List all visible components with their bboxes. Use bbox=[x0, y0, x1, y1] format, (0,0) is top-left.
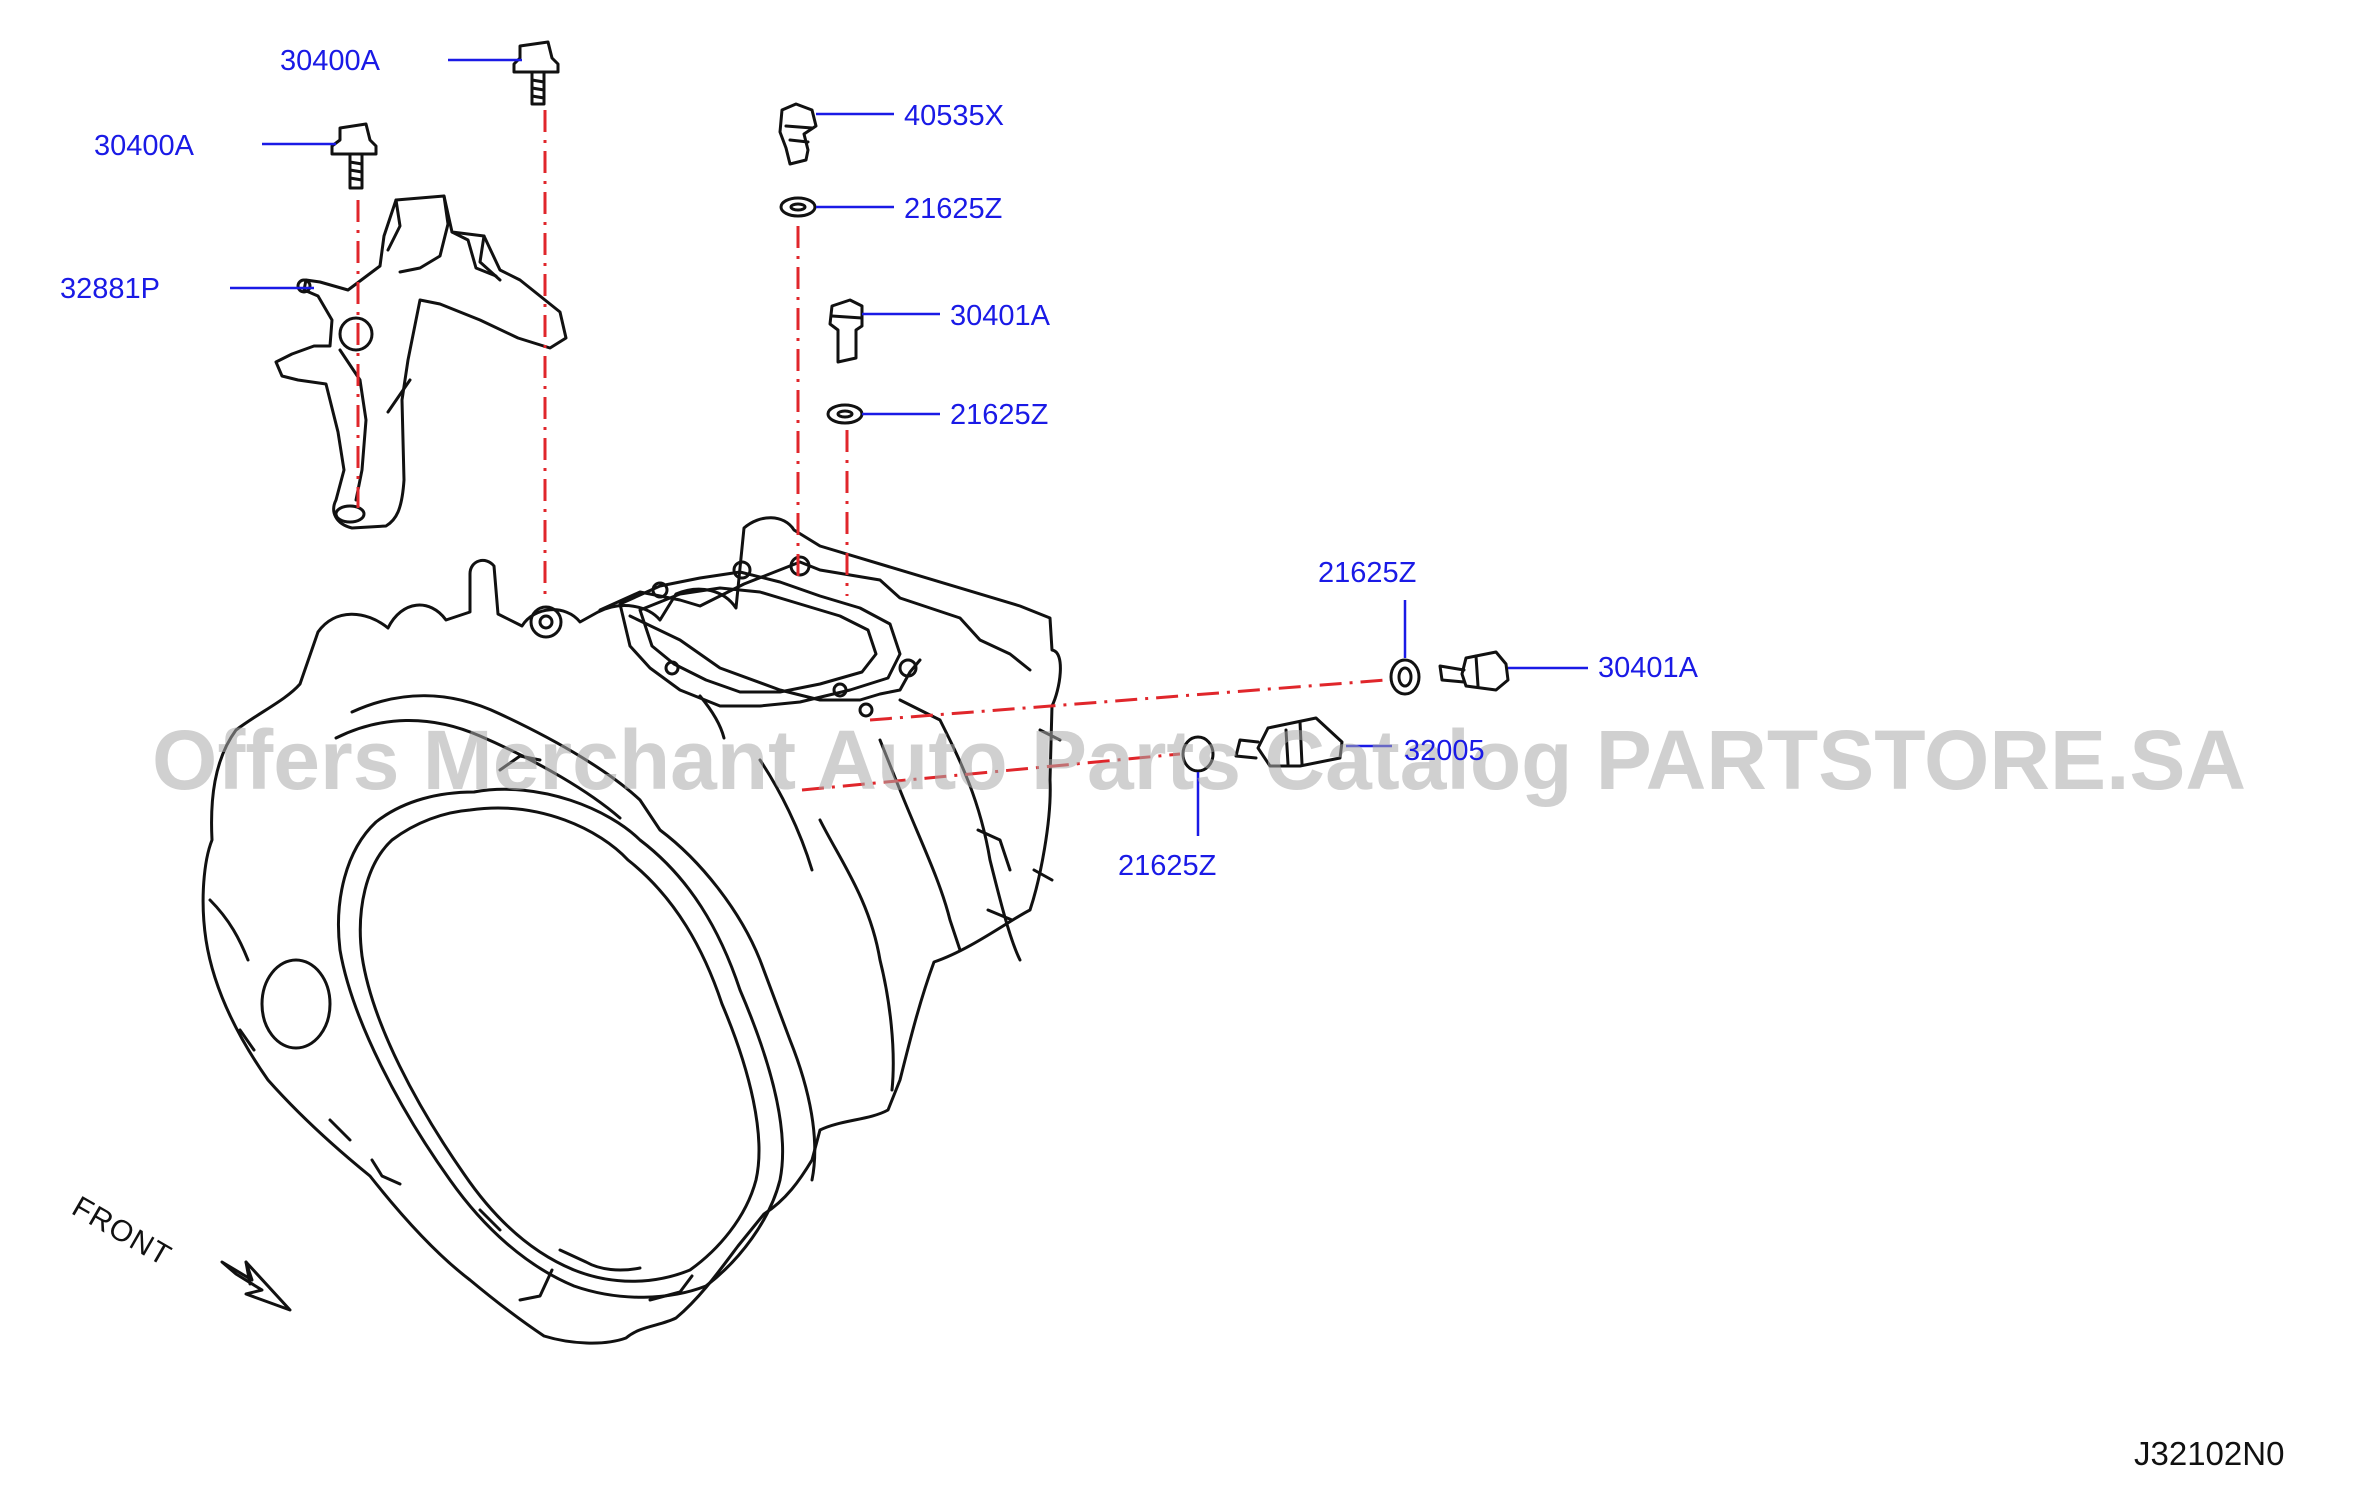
diagram-code: J32102N0 bbox=[2134, 1435, 2285, 1472]
callout-40535x[interactable]: 40535X bbox=[904, 100, 1004, 132]
plug-30401a-horizontal bbox=[1438, 650, 1510, 692]
bracket-32881p bbox=[274, 194, 568, 530]
bolt-30400a-upper bbox=[512, 40, 560, 106]
washer-21625z-d bbox=[1181, 735, 1215, 773]
washer-21625z-c bbox=[1389, 658, 1421, 696]
callout-32005[interactable]: 32005 bbox=[1404, 735, 1485, 767]
callout-30401a-upper[interactable]: 30401A bbox=[950, 300, 1050, 332]
switch-32005 bbox=[1234, 716, 1344, 768]
callout-21625z-c[interactable]: 21625Z bbox=[1318, 557, 1417, 589]
callout-21625z-d[interactable]: 21625Z bbox=[1118, 850, 1217, 882]
front-arrow-icon bbox=[220, 1260, 292, 1312]
alignment-lines bbox=[356, 110, 1387, 792]
washer-21625z-a bbox=[779, 196, 817, 218]
callout-32881p[interactable]: 32881P bbox=[60, 273, 160, 305]
sensor-40535x bbox=[778, 102, 818, 166]
callout-21625z-b[interactable]: 21625Z bbox=[950, 399, 1049, 431]
callout-30401a-right[interactable]: 30401A bbox=[1598, 652, 1698, 684]
washer-21625z-b bbox=[826, 403, 864, 425]
plug-30401a-vertical bbox=[828, 298, 864, 364]
callout-30400a-left[interactable]: 30400A bbox=[94, 130, 194, 162]
transmission-case bbox=[201, 516, 1062, 1345]
leader-lines bbox=[230, 58, 1588, 836]
callout-30400a-top[interactable]: 30400A bbox=[280, 45, 380, 77]
bolt-30400a-lower bbox=[330, 122, 378, 190]
callout-21625z-a[interactable]: 21625Z bbox=[904, 193, 1003, 225]
